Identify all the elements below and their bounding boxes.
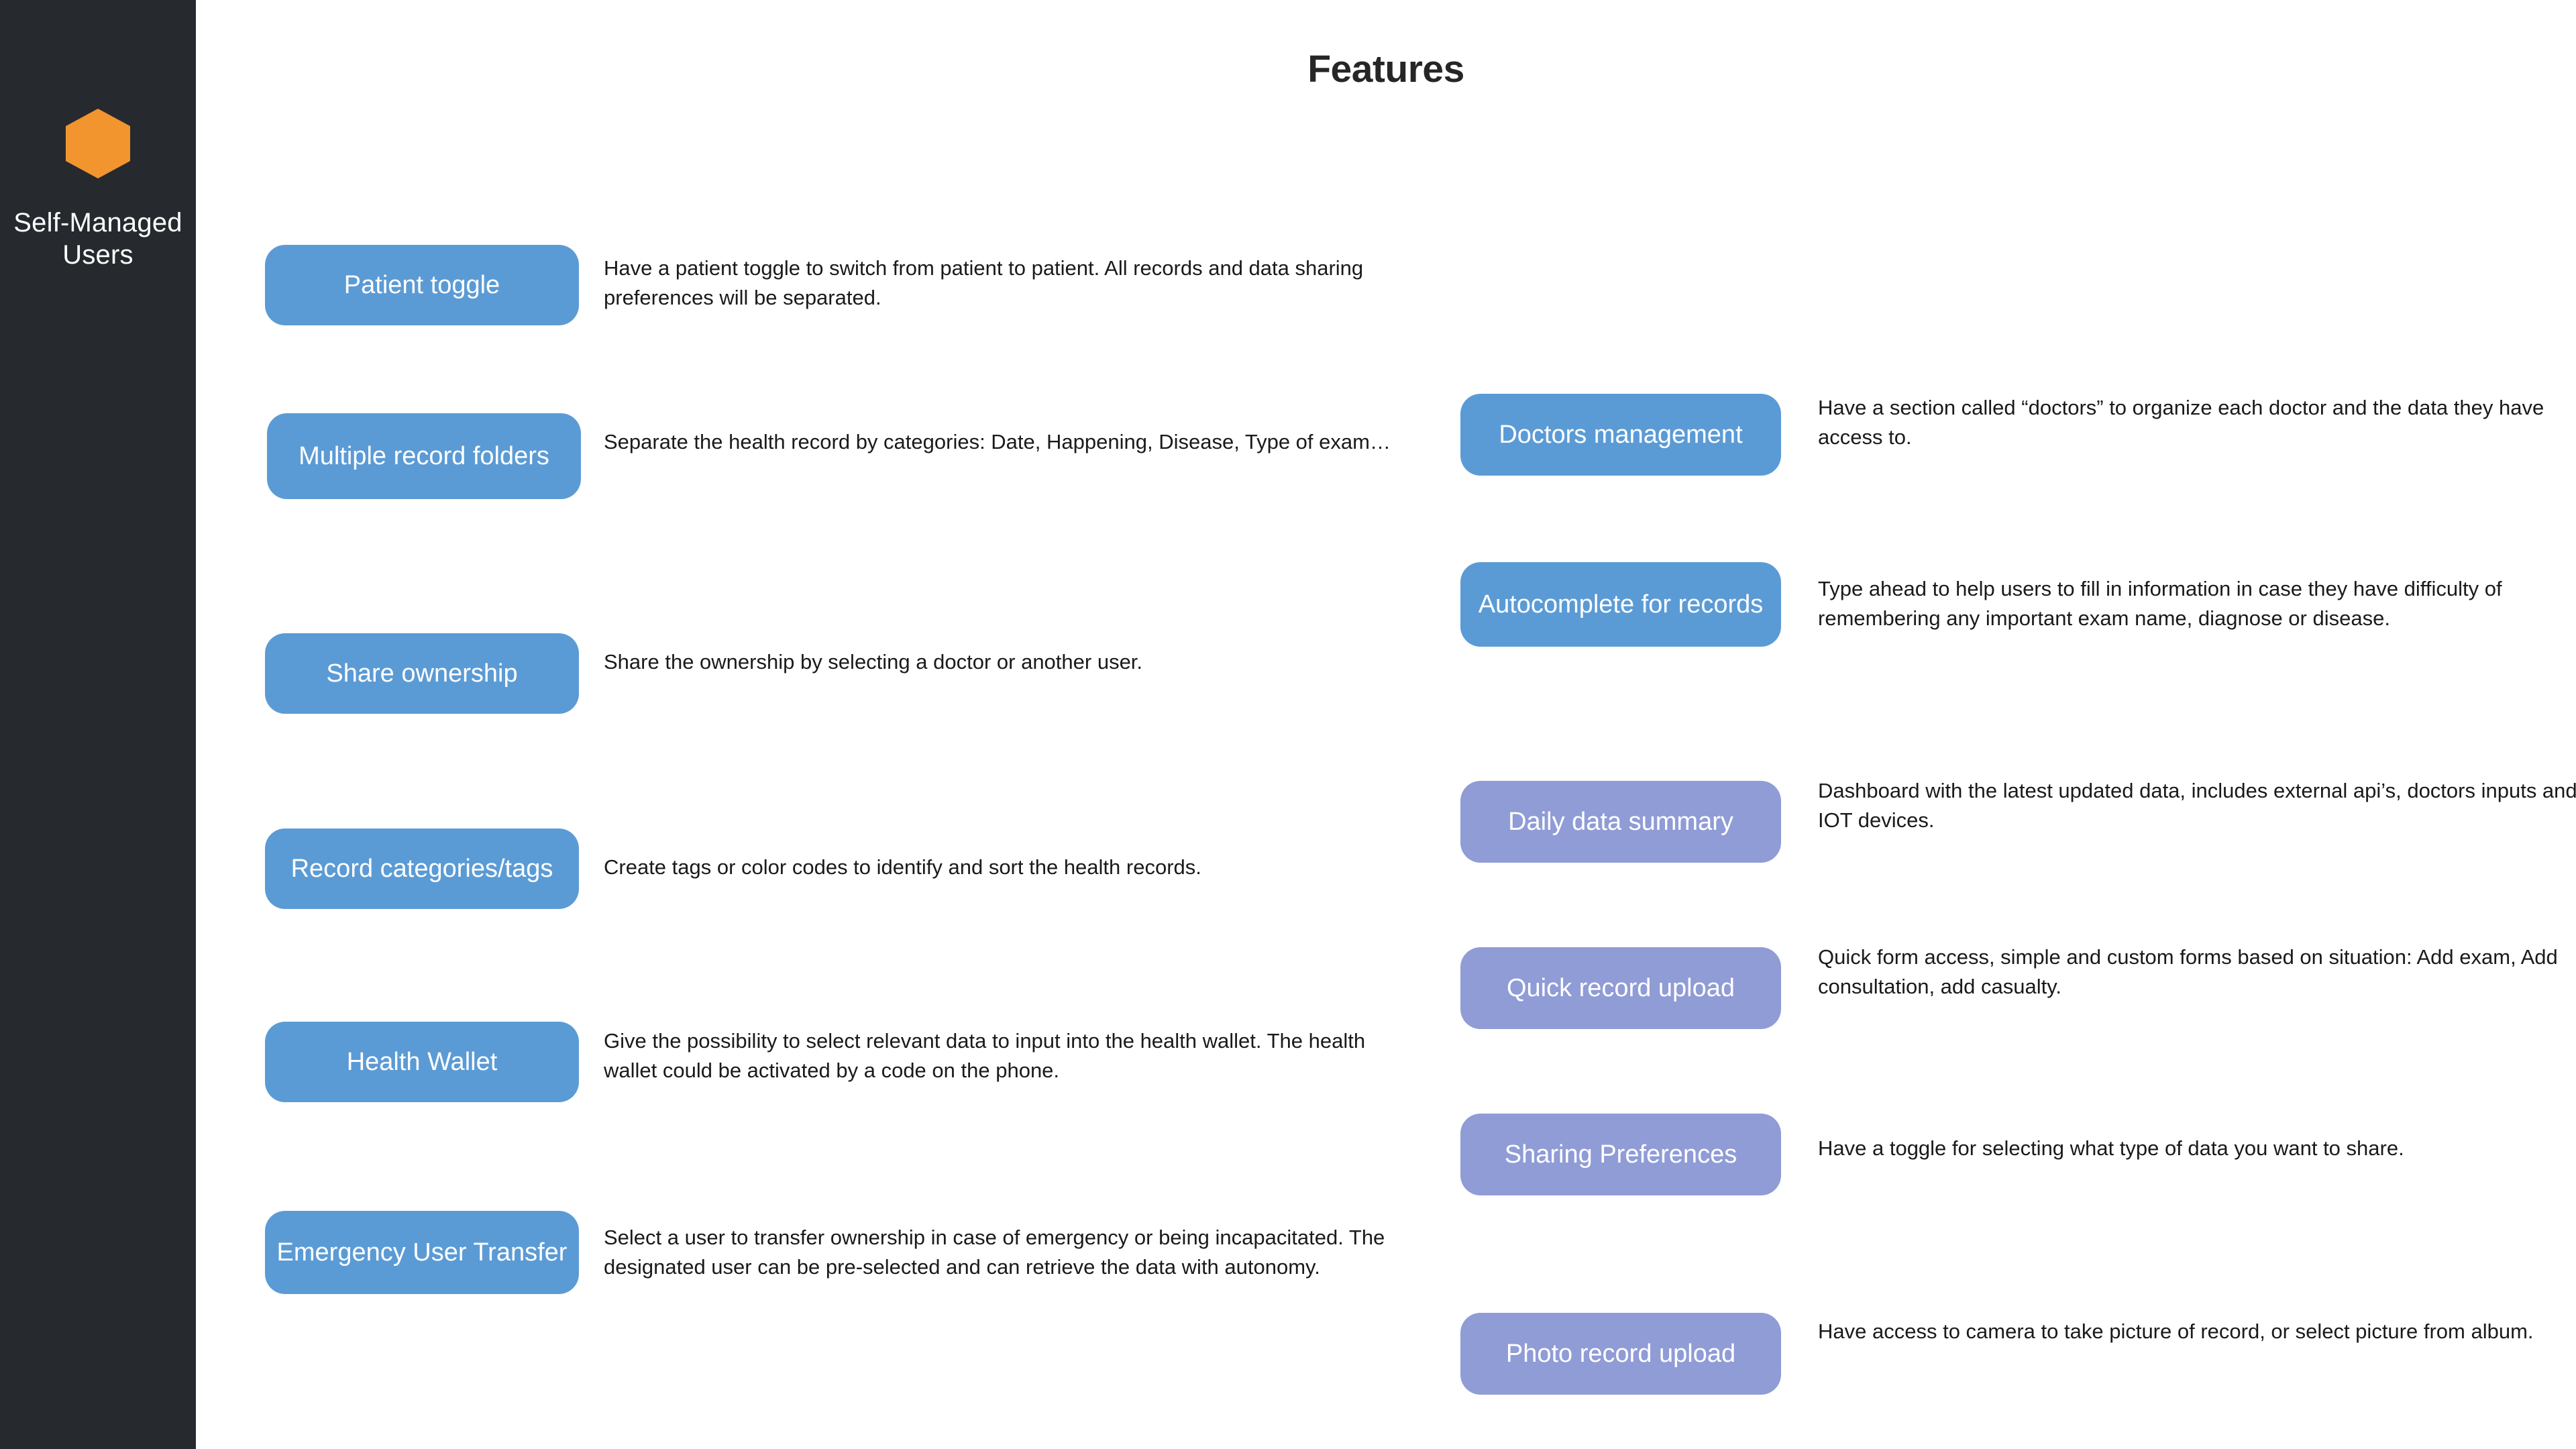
feature-description: Quick form access, simple and custom for… [1818,945,2558,998]
feature-description: Type ahead to help users to fill in info… [1818,577,2502,630]
feature-pill-sharing-preferences[interactable]: Sharing Preferences [1460,1114,1781,1195]
feature-description: Have a section called “doctors” to organ… [1818,396,2544,449]
feature-description: Have a toggle for selecting what type of… [1818,1136,2404,1160]
feature-pill-autocomplete-for-records[interactable]: Autocomplete for records [1460,562,1781,647]
feature-description: Give the possibility to select relevant … [604,1029,1366,1082]
feature-pill-multiple-record-folders[interactable]: Multiple record folders [267,413,581,499]
hexagon-icon [66,109,130,178]
feature-pill-record-categories-tags[interactable]: Record categories/tags [265,828,579,909]
main-canvas: Features Patient toggle Have a patient t… [196,0,2576,1449]
feature-description: Separate the health record by categories… [604,430,1391,453]
feature-pill-quick-record-upload[interactable]: Quick record upload [1460,947,1781,1029]
feature-pill-patient-toggle[interactable]: Patient toggle [265,245,579,325]
feature-pill-health-wallet[interactable]: Health Wallet [265,1022,579,1102]
feature-description: Have access to camera to take picture of… [1818,1320,2534,1343]
feature-description: Share the ownership by selecting a docto… [604,650,1143,674]
feature-pill-photo-record-upload[interactable]: Photo record upload [1460,1313,1781,1395]
sidebar-title: Self-Managed Users [13,208,182,270]
feature-pill-daily-data-summary[interactable]: Daily data summary [1460,781,1781,863]
sidebar: Self-Managed Users [0,0,196,1449]
feature-description: Dashboard with the latest updated data, … [1818,779,2576,832]
feature-description: Have a patient toggle to switch from pat… [604,256,1364,309]
feature-description: Create tags or color codes to identify a… [604,855,1201,879]
feature-description: Select a user to transfer ownership in c… [604,1226,1385,1279]
feature-pill-share-ownership[interactable]: Share ownership [265,633,579,714]
page-title: Features [1307,48,1464,91]
feature-pill-emergency-user-transfer[interactable]: Emergency User Transfer [265,1211,579,1294]
feature-pill-doctors-management[interactable]: Doctors management [1460,394,1781,476]
